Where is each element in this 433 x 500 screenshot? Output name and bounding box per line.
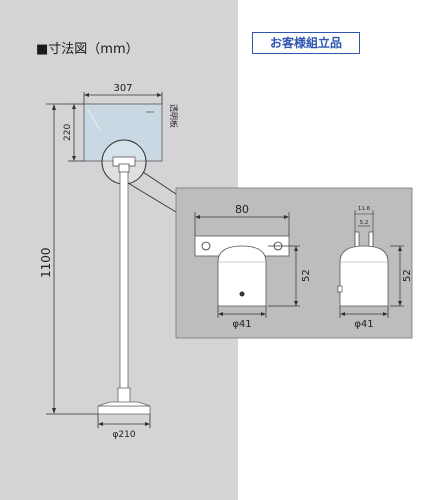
- width-dimension: 307: [83, 83, 163, 104]
- front-height-label: 52: [301, 269, 312, 282]
- base-diameter-label: φ210: [112, 430, 135, 440]
- plate-height-dimension: 220: [63, 103, 84, 162]
- base-top: [97, 401, 151, 407]
- side-diameter-label: φ41: [354, 319, 373, 330]
- detail-leader-top: [142, 171, 177, 195]
- plate-label: 透明板: [169, 104, 179, 128]
- slot-top-label: 11.6: [358, 206, 371, 212]
- total-height-label: 1100: [39, 247, 53, 278]
- slot-bottom-label: 5.2: [360, 220, 369, 226]
- side-body: [339, 245, 389, 307]
- side-view: 11.6 5.2 52 φ41: [337, 206, 413, 330]
- side-screw: [337, 285, 343, 293]
- width-label: 307: [113, 83, 132, 94]
- front-screw: [239, 291, 245, 297]
- front-view: 80 52 φ41: [194, 203, 312, 330]
- front-diameter-label: φ41: [232, 319, 251, 330]
- side-height-label: 52: [402, 269, 413, 282]
- pole: [119, 171, 129, 401]
- front-body: [217, 245, 267, 307]
- total-height-dimension: 1100: [39, 103, 98, 415]
- assembly-badge: お客様組立品: [252, 32, 360, 54]
- plate-reflection: [87, 109, 101, 131]
- base-plate: [97, 405, 151, 415]
- page-title: ■寸法図（mm）: [36, 42, 139, 57]
- clamp-neck: [118, 163, 130, 173]
- front-width-label: 80: [235, 203, 249, 216]
- plate-height-label: 220: [63, 124, 73, 141]
- front-hole-left: [201, 241, 211, 251]
- transparent-plate: [83, 103, 163, 162]
- base-diameter-dimension: φ210: [97, 414, 151, 440]
- detail-leader-bottom: [127, 182, 177, 213]
